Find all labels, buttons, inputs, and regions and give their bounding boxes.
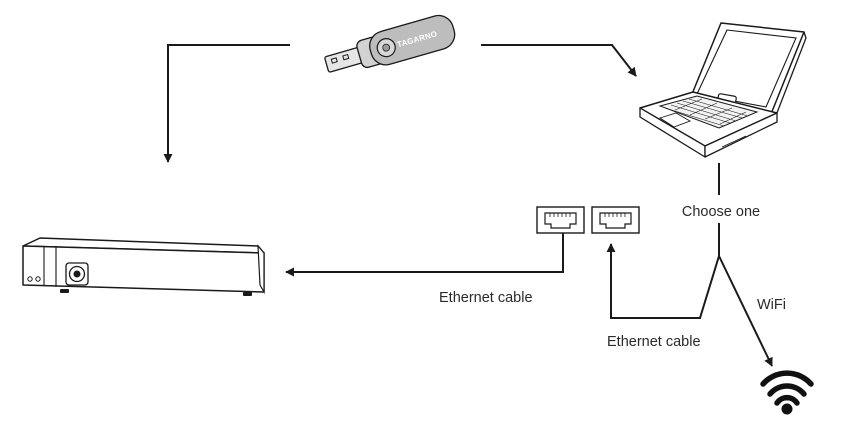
wifi-icon [760, 370, 814, 415]
ethernet-cable-left-label: Ethernet cable [439, 290, 533, 306]
choose-one-label: Choose one [682, 204, 760, 220]
usb-to-laptop-arrow [481, 44, 637, 77]
camera-box-icon [22, 237, 265, 296]
laptop-to-wifi-arrow [718, 255, 773, 367]
ethernet-to-device-arrow [285, 233, 564, 277]
laptop-to-ethernet-arrow [606, 243, 720, 319]
ethernet-cable-right-label: Ethernet cable [607, 334, 701, 350]
usb-stick-icon: TAGARNO [324, 14, 456, 73]
ethernet-port-icon [536, 206, 585, 234]
usb-to-device-arrow [163, 44, 290, 163]
ethernet-port-icon [591, 206, 640, 234]
laptop-icon [639, 22, 807, 158]
wifi-label: WiFi [757, 297, 786, 313]
